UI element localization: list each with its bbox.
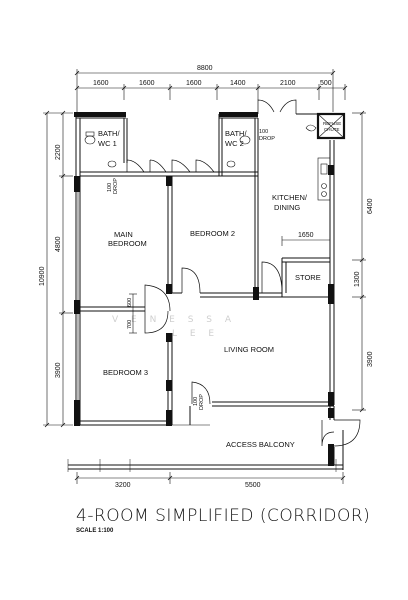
bath-wc-2-label-a: BATH/: [225, 129, 247, 138]
refuse-chute-label-a: REFUSE: [323, 121, 341, 126]
main-bedroom-label-b: BEDROOM: [108, 239, 147, 248]
plan-title: 4-ROOM SIMPLIFIED (CORRIDOR): [76, 506, 371, 526]
dim-right-3: 3900: [367, 351, 374, 367]
drop-1-value: 100: [107, 183, 113, 192]
dim-left-overall: 10900: [39, 266, 46, 286]
drop-2-value: 100: [259, 129, 268, 135]
dim-bottom-1: 3200: [115, 482, 131, 489]
windows: [77, 192, 210, 426]
dim-top-2: 1600: [139, 80, 155, 87]
railings: [67, 459, 337, 472]
kitchen-dining-label-b: DINING: [274, 203, 300, 212]
fixtures: [84, 124, 331, 201]
dim-right-2: 1300: [354, 271, 361, 287]
doors: [126, 99, 361, 447]
bedroom-2-label: BEDROOM 2: [190, 229, 235, 238]
bedroom-3-label: BEDROOM 3: [103, 368, 148, 377]
dim-internal-1650: 1650: [298, 232, 314, 239]
bath-wc-1-label-b: WC 1: [98, 139, 117, 148]
access-balcony-label: ACCESS BALCONY: [226, 440, 295, 449]
dimension-ticks: [44, 70, 365, 481]
columns: [74, 112, 334, 466]
bath-wc-2-label-b: WC 2: [225, 139, 244, 148]
refuse-chute-label-b: CHUTE: [324, 127, 340, 132]
dim-left-2: 4800: [55, 236, 62, 252]
drop-3-text: DROP: [199, 394, 205, 410]
dim-top-5: 2100: [280, 80, 296, 87]
dimension-lines: [43, 69, 366, 484]
kitchen-dining-label-a: KITCHEN/: [272, 193, 308, 202]
main-bedroom-label-a: MAIN: [114, 230, 133, 239]
watermark-line2: L E E: [172, 329, 219, 339]
dim-top-6: 500: [320, 80, 332, 87]
dim-left-1: 2200: [55, 144, 62, 160]
dim-bottom-2: 5500: [245, 482, 261, 489]
dim-internal-700: 700: [127, 320, 133, 329]
dim-top-3: 1600: [186, 80, 202, 87]
bath-wc-1-label-a: BATH/: [98, 129, 120, 138]
drop-1-text: DROP: [113, 178, 119, 194]
watermark-line1: V E N E S S A: [112, 315, 236, 325]
walls: [68, 112, 346, 470]
store-label: STORE: [295, 273, 321, 282]
plan-scale: SCALE 1:100: [76, 528, 114, 534]
dim-right-1: 6400: [367, 198, 374, 214]
dim-overall-width: 8800: [197, 65, 213, 72]
dim-top-4: 1400: [230, 80, 246, 87]
dim-left-3: 3900: [55, 362, 62, 378]
living-room-label: LIVING ROOM: [224, 345, 274, 354]
drop-2-text: DROP: [259, 136, 275, 142]
dim-internal-600: 600: [127, 298, 133, 307]
drop-3-value: 100: [193, 397, 199, 406]
dim-top-1: 1600: [93, 80, 109, 87]
